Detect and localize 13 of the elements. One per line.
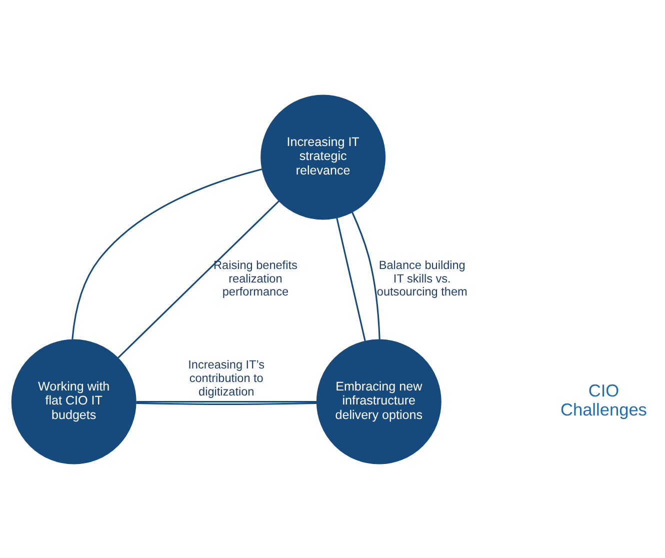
edge-label: Increasing IT’s contribution to digitization — [188, 358, 265, 398]
connector — [72, 168, 262, 339]
node-circle: Increasing IT strategic relevance — [260, 94, 386, 220]
connector — [352, 211, 380, 340]
node-circle: Embracing new infrastructure delivery options — [316, 338, 442, 464]
connector — [336, 217, 366, 341]
node-circle: Working with flat CIO IT budgets — [11, 338, 136, 464]
connector — [136, 400, 317, 402]
connector — [118, 200, 280, 358]
connector — [136, 402, 317, 405]
edge-label: Balance building IT skills vs. outsourcing them — [376, 258, 468, 298]
edge-label: Raising benefits realization performance — [214, 258, 298, 298]
label: CIO Challenges — [560, 380, 647, 420]
